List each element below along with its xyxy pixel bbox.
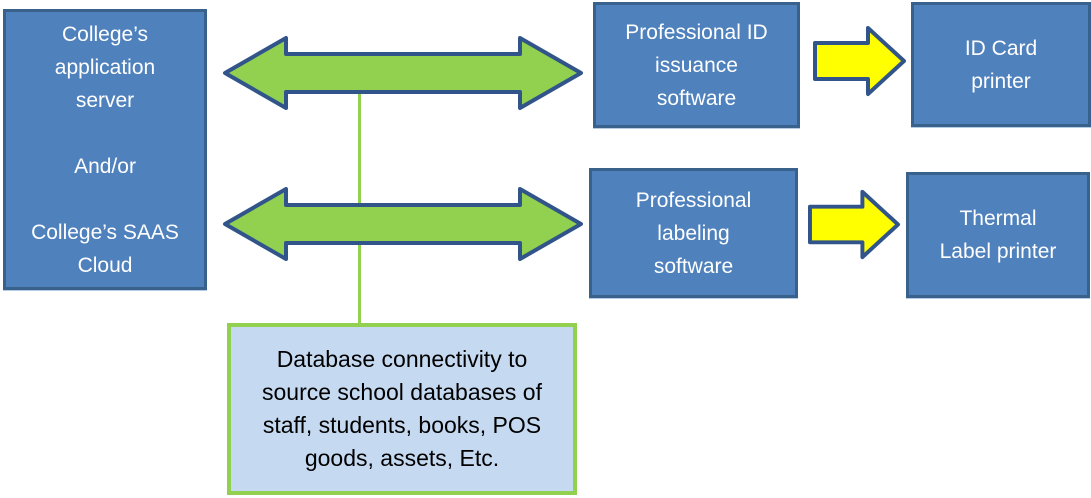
- node-thermal-label-printer: Thermal Label printer: [906, 172, 1090, 298]
- node-label-id-card-printer: ID Card printer: [964, 36, 1038, 93]
- node-label-college-application-server: College’s application server And/or Coll…: [31, 22, 179, 277]
- double-arrow-icon: [223, 36, 583, 110]
- node-college-application-server: College’s application server And/or Coll…: [3, 9, 207, 290]
- node-database-connectivity: Database connectivity to source school d…: [227, 323, 577, 495]
- node-professional-labeling-software: Professional labeling software: [589, 168, 798, 298]
- node-label-database-connectivity: Database connectivity to source school d…: [261, 346, 542, 471]
- node-label-thermal-label-printer: Thermal Label printer: [939, 207, 1057, 263]
- right-arrow-icon: [808, 189, 900, 260]
- double-arrow-icon: [223, 187, 583, 261]
- node-label-professional-labeling-software: Professional labeling software: [635, 188, 752, 278]
- node-professional-id-issuance-software: Professional ID issuance software: [593, 2, 800, 128]
- node-id-card-printer: ID Card printer: [911, 2, 1091, 127]
- node-label-professional-id-issuance-software: Professional ID issuance software: [625, 20, 768, 110]
- right-arrow-icon: [813, 26, 906, 96]
